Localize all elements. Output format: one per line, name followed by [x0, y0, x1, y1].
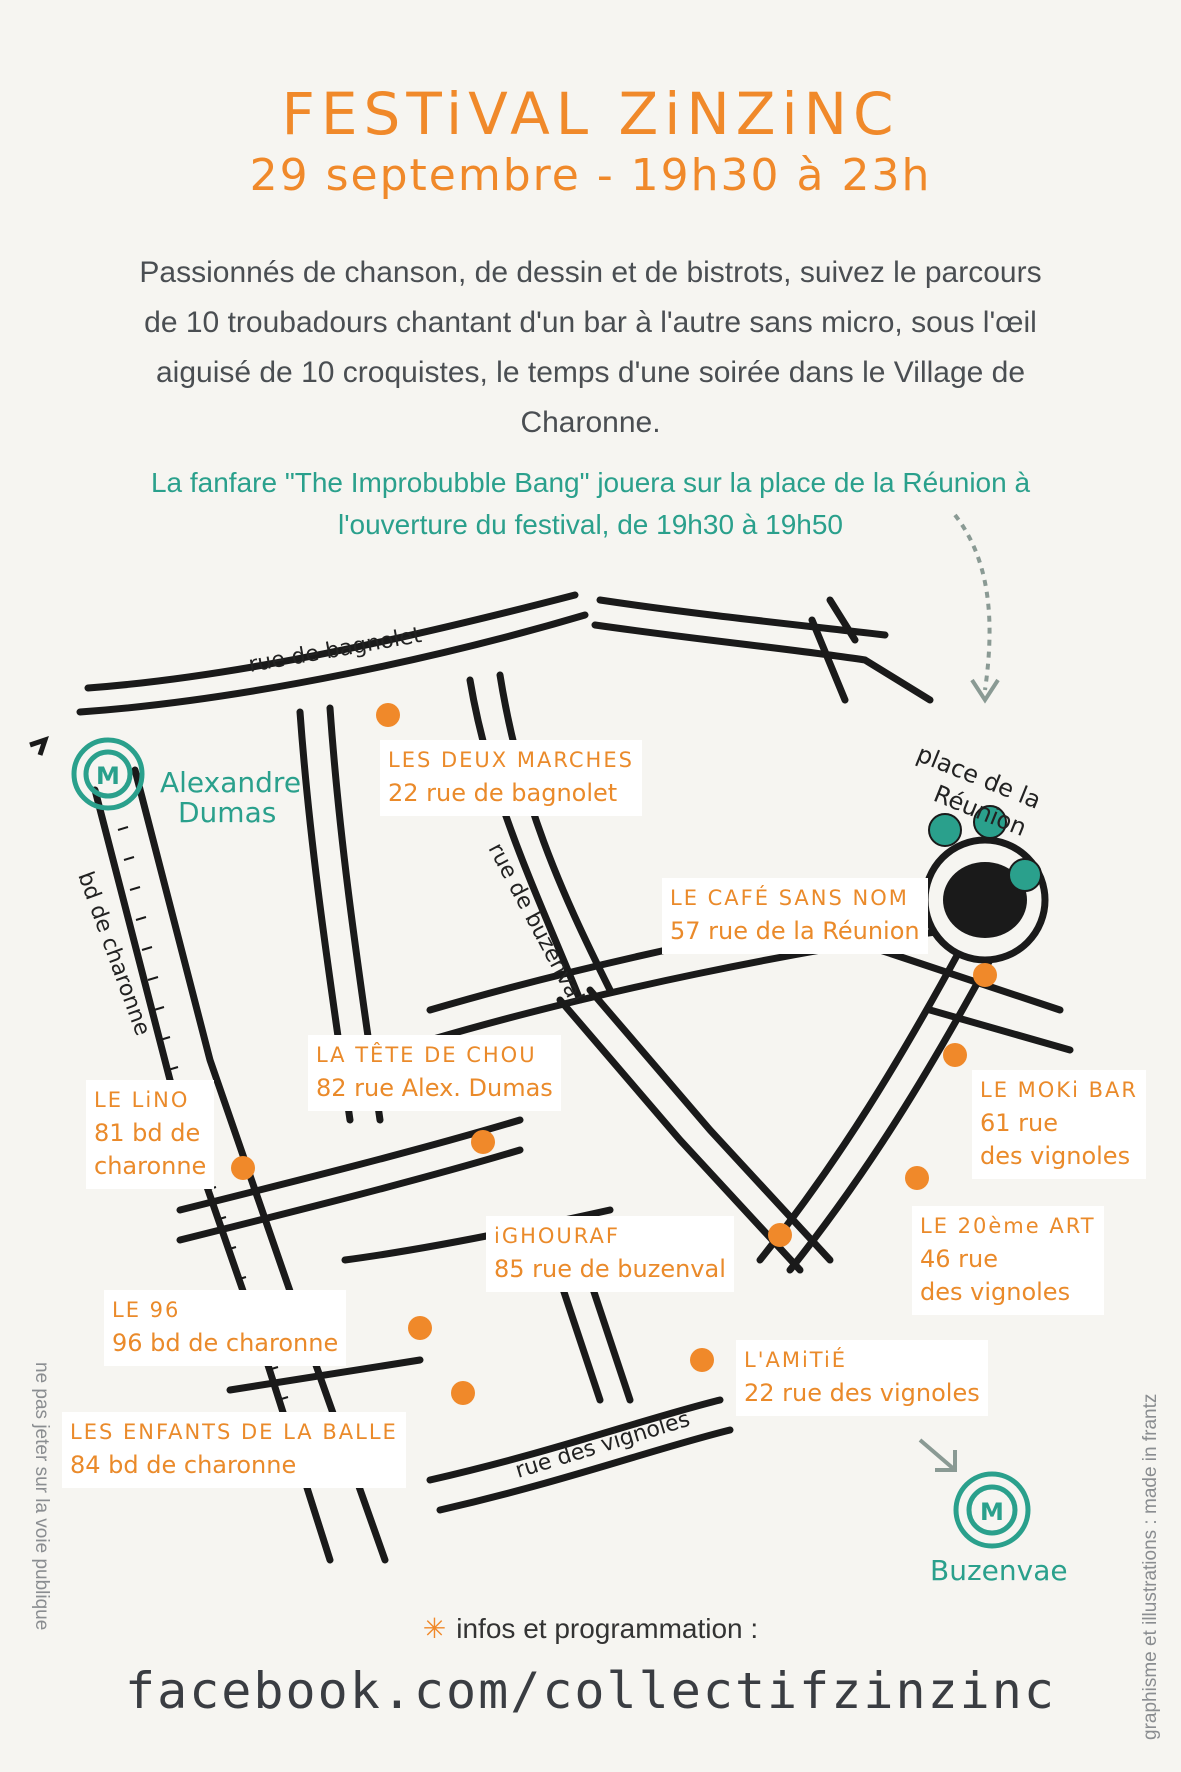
side-note-right-text: graphisme et illustrations : made in fra…: [1140, 1393, 1161, 1740]
street-line-bagnolet-2: [84, 591, 579, 692]
venue-name: LE 20ème ART: [920, 1214, 1096, 1238]
info-text: infos et programmation :: [456, 1613, 759, 1644]
venue-amitie: L'AMiTiÉ 22 rue des vignoles: [736, 1340, 988, 1416]
venue-dot-cafe-sans-nom: [973, 963, 997, 987]
venue-ighouraf: iGHOURAF 85 rue de buzenval: [486, 1216, 734, 1292]
venue-address: 22 rue des vignoles: [744, 1379, 980, 1407]
street-label-charonne: bd de charonne: [72, 869, 154, 1040]
venue-dot-ighouraf: [768, 1223, 792, 1247]
metro-buzenval-label: Buzenvae: [930, 1556, 1068, 1586]
entry-arrow-icon: [29, 736, 49, 756]
festival-title: FESTiVAL ZiNZiNC: [281, 80, 900, 148]
venue-tete-de-chou: LA TÊTE DE CHOU 82 rue Alex. Dumas: [308, 1035, 561, 1111]
asterisk-icon: ✳: [422, 1613, 447, 1644]
metro-alexandre-dumas-line2: Dumas: [178, 796, 277, 829]
metro-alexandre-dumas-symbol: M: [96, 762, 120, 790]
venue-address: 96 bd de charonne: [112, 1329, 339, 1357]
venue-name: LES ENFANTS DE LA BALLE: [70, 1420, 398, 1444]
arrow-to-buzenval-icon: [918, 1438, 957, 1472]
venue-dot-amitie: [690, 1348, 714, 1372]
venue-moki-bar: LE MOKi BAR 61 rue des vignoles: [972, 1070, 1146, 1179]
side-note-left: ne pas jeter sur la voie publique: [22, 1362, 62, 1762]
metro-buzenval-name: Buzenvae: [930, 1554, 1068, 1587]
street-line-bagnolet: [76, 611, 589, 716]
venue-name: LES DEUX MARCHES: [388, 748, 634, 772]
venue-vingtieme-art: LE 20ème ART 46 rue des vignoles: [912, 1206, 1104, 1315]
metro-buzenval-icon: [953, 1471, 1031, 1549]
metro-alexandre-dumas-line1: Alexandre: [160, 766, 302, 799]
arrow-head-place-icon: [970, 678, 1000, 704]
venue-address-line1: 81 bd de: [94, 1119, 201, 1147]
tree-icon: [928, 805, 1042, 892]
venue-dot-lino: [231, 1156, 255, 1180]
facebook-link[interactable]: facebook.com/collectifzinzinc: [125, 1662, 1056, 1720]
venue-name: LE LiNO: [94, 1088, 190, 1112]
venue-le-96: LE 96 96 bd de charonne: [104, 1290, 347, 1366]
venue-dot-deux-marches: [376, 703, 400, 727]
venue-address-line2: des vignoles: [920, 1278, 1071, 1306]
venue-address: 57 rue de la Réunion: [670, 917, 920, 945]
venue-address: 85 rue de buzenval: [494, 1255, 726, 1283]
venue-lino: LE LiNO 81 bd de charonne: [86, 1080, 215, 1189]
venue-dot-96: [408, 1316, 432, 1340]
venue-name: LE MOKi BAR: [980, 1078, 1138, 1102]
place-reunion-roundabout: [921, 805, 1049, 964]
venue-name: LA TÊTE DE CHOU: [316, 1043, 537, 1067]
street-line-top-right: [591, 621, 934, 704]
venue-address: 82 rue Alex. Dumas: [316, 1074, 553, 1102]
arrow-to-place: [953, 513, 992, 691]
venue-cafe-sans-nom: LE CAFÉ SANS NOM 57 rue de la Réunion: [662, 878, 928, 954]
venue-address: 84 bd de charonne: [70, 1451, 297, 1479]
venue-address-line1: 61 rue: [980, 1109, 1059, 1137]
festival-date: 29 septembre - 19h30 à 23h: [249, 150, 932, 201]
venue-enfants-de-la-balle: LES ENFANTS DE LA BALLE 84 bd de charonn…: [62, 1412, 406, 1488]
venue-address-line2: charonne: [94, 1152, 207, 1180]
street-label-bagnolet: rue de bagnolet: [247, 623, 424, 678]
venue-dot-vingtieme-art: [905, 1166, 929, 1190]
venue-address-line2: des vignoles: [980, 1142, 1131, 1170]
metro-alexandre-dumas-label: Alexandre Dumas: [160, 768, 301, 828]
venue-name: LE CAFÉ SANS NOM: [670, 886, 909, 910]
metro-alexandre-dumas-icon: [71, 737, 145, 811]
info-line: ✳ infos et programmation :: [0, 1612, 1181, 1645]
venue-name: LE 96: [112, 1298, 181, 1322]
venue-address: 22 rue de bagnolet: [388, 779, 618, 807]
venue-dot-moki-bar: [943, 1043, 967, 1067]
venue-dot-tete-de-chou: [471, 1130, 495, 1154]
fanfare-notice: La fanfare "The Improbubble Bang" jouera…: [150, 467, 1031, 540]
side-note-left-text: ne pas jeter sur la voie publique: [31, 1362, 52, 1631]
venue-dot-enfants: [451, 1381, 475, 1405]
venue-dots: [231, 703, 997, 1405]
venue-name: L'AMiTiÉ: [744, 1348, 848, 1372]
intro-paragraph: Passionnés de chanson, de dessin et de b…: [139, 256, 1042, 439]
venue-address-line1: 46 rue: [920, 1245, 999, 1273]
metro-buzenval-symbol: M: [980, 1498, 1004, 1526]
venue-deux-marches: LES DEUX MARCHES 22 rue de bagnolet: [380, 740, 642, 816]
venue-name: iGHOURAF: [494, 1224, 620, 1248]
